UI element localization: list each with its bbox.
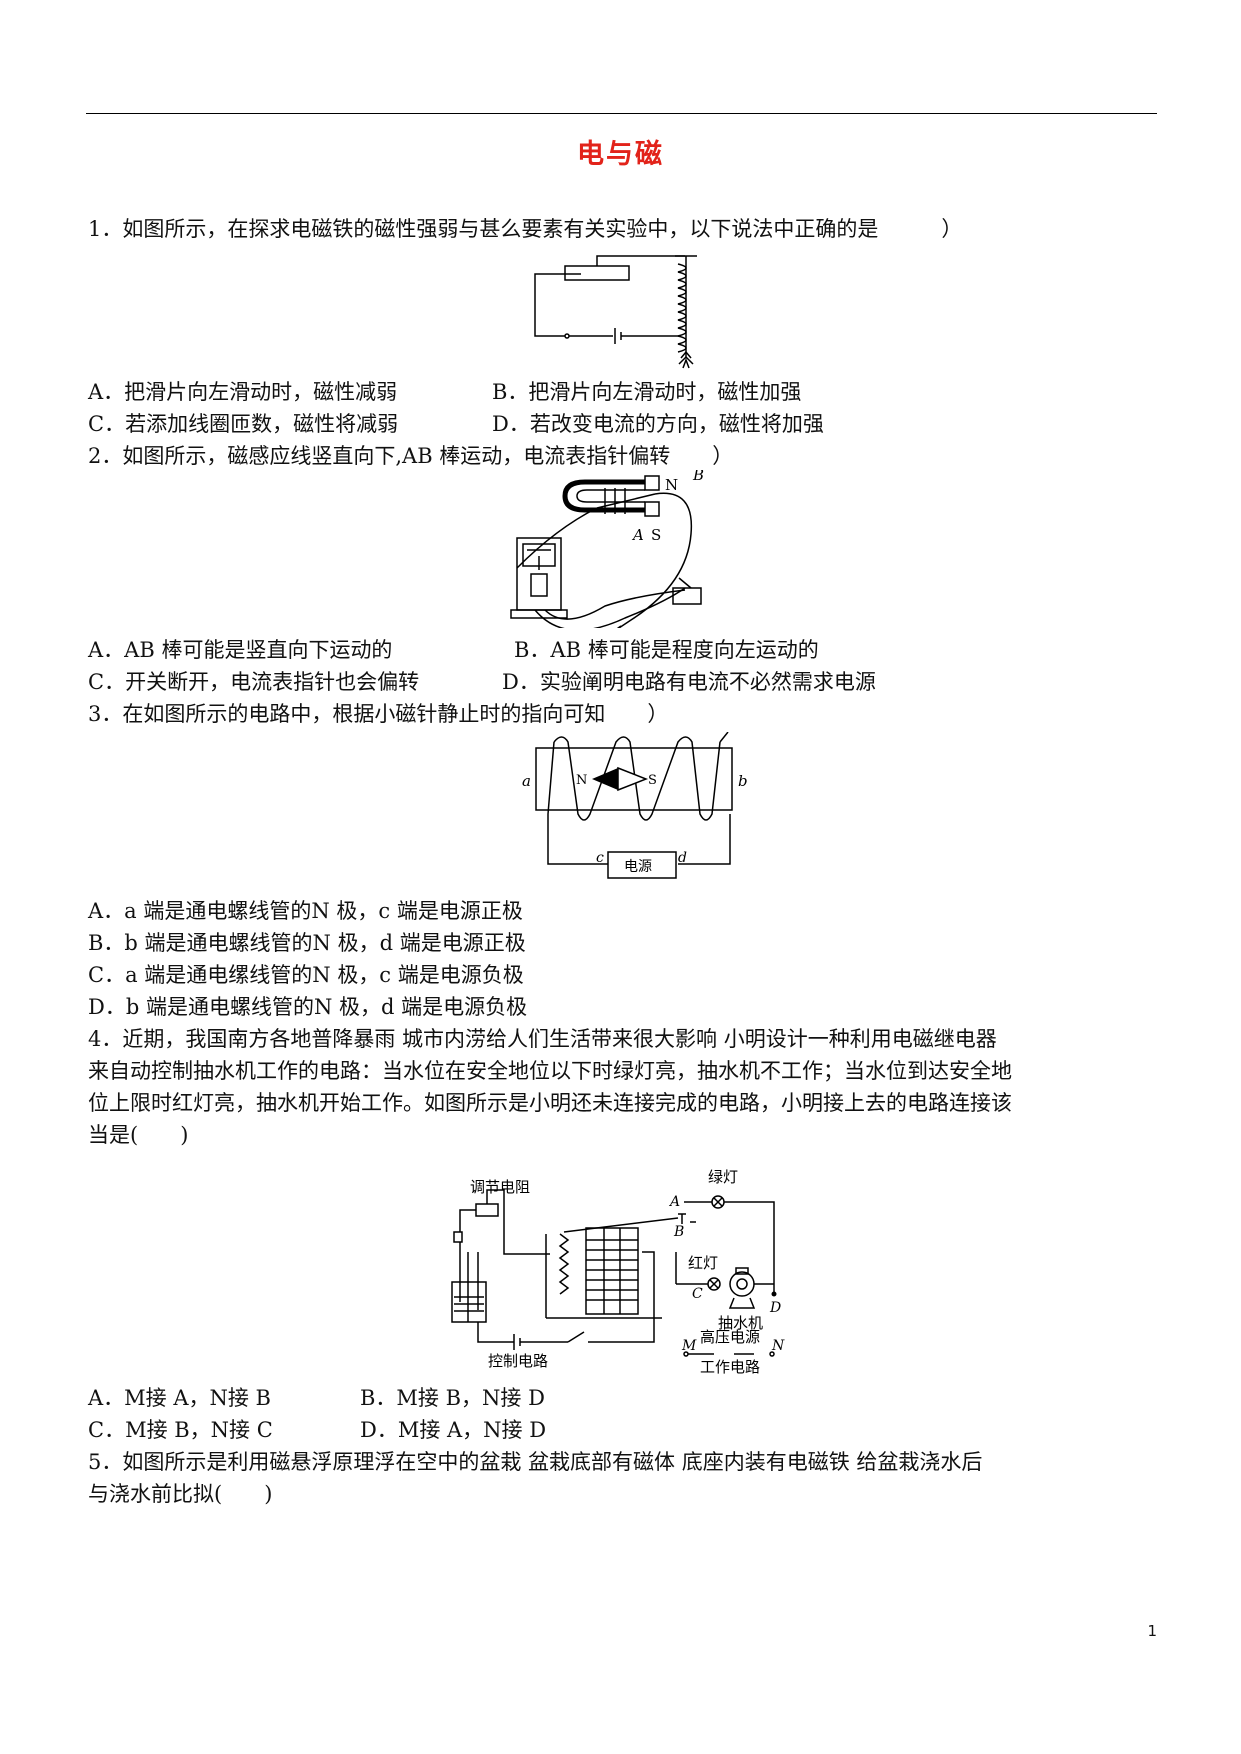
q2-label-b: B — [692, 470, 704, 484]
q1-option-a: A．把滑片向左滑动时，磁性减弱 — [88, 380, 398, 404]
q2-option-b: B．AB 棒可能是程度向左运动的 — [514, 638, 819, 662]
q1-option-d: D．若改变电流的方向，磁性将加强 — [492, 412, 824, 436]
q4-stem-line-4: 当是( ) — [88, 1123, 189, 1147]
q4-label-contact-a: A — [668, 1194, 680, 1210]
q3-option-a: A．a 端是通电螺线管的N 极，c 端是电源正极 — [88, 899, 523, 923]
q2-label-s: S — [651, 526, 661, 544]
q3-label-c: c — [596, 850, 604, 866]
q2-option-c: C．开关断开，电流表指针也会偏转 — [88, 670, 420, 694]
q4-label-resistor: 调节电阻 — [470, 1178, 530, 1196]
q4-label-work-circuit: 工作电路 — [700, 1358, 760, 1374]
q2-label-a: A — [631, 526, 644, 544]
q4-label-contact-c: C — [692, 1286, 703, 1302]
page-number: 1 — [1147, 1622, 1157, 1640]
q4-label-hv-supply: 高压电源 — [700, 1328, 760, 1346]
q1-electromagnet-figure — [534, 255, 697, 369]
q3-stem: 3．在如图所示的电路中，根据小磁针静止时的指向可知 ） — [88, 702, 669, 726]
q3-label-source: 电源 — [624, 859, 652, 875]
q4-label-terminal-n: N — [771, 1338, 785, 1354]
q2-label-n: N — [665, 476, 678, 494]
q4-label-contact-b: B — [673, 1224, 684, 1240]
q1-option-b: B．把滑片向左滑动时，磁性加强 — [492, 380, 802, 404]
q2-stem: 2．如图所示，磁感应线竖直向下,AB 棒运动，电流表指针偏转 ） — [88, 444, 734, 468]
q4-label-terminal-m: M — [681, 1338, 697, 1354]
q4-option-a: A．M接 A，N接 B — [88, 1386, 271, 1410]
page-title: 电与磁 — [577, 139, 664, 170]
q4-label-pump: 抽水机 — [718, 1314, 763, 1332]
q4-label-control-circuit: 控制电路 — [488, 1352, 548, 1370]
q3-label-b: b — [738, 772, 748, 790]
q4-label-red-lamp: 红灯 — [688, 1254, 718, 1272]
q5-stem-line-1: 5．如图所示是利用磁悬浮原理浮在空中的盆栽 盆栽底部有磁体 底座内装有电磁铁 给… — [88, 1450, 983, 1474]
q4-relay-circuit-figure: 调节电阻 绿灯 红灯 抽水机 高压电源 控制电路 工作电路 A B C D M … — [451, 1168, 785, 1374]
q4-option-d: D．M接 A，N接 D — [360, 1418, 547, 1442]
q3-option-d: D．b 端是通电螺线管的N 极，d 端是电源负极 — [88, 995, 528, 1019]
q3-option-b: B．b 端是通电螺线管的N 极，d 端是电源正极 — [88, 931, 526, 955]
q5-stem-line-2: 与浇水前比拟( ) — [88, 1482, 273, 1506]
q4-stem-line-2: 来自动控制抽水机工作的电路：当水位在安全地位以下时绿灯亮，抽水机不工作；当水位到… — [88, 1059, 1012, 1083]
q2-option-d: D．实验阐明电路有电流不必然需求电源 — [502, 670, 876, 694]
q4-stem-line-3: 位上限时红灯亮，抽水机开始工作。如图所示是小明还未连接完成的电路，小明接上去的电… — [88, 1091, 1012, 1115]
q1-option-c: C．若添加线圈匝数，磁性将减弱 — [88, 412, 399, 436]
q3-option-c: C．a 端是通电缧线管的N 极，c 端是电源负极 — [88, 963, 524, 987]
q2-option-a: A．AB 棒可能是竖直向下运动的 — [88, 638, 393, 662]
q4-option-b: B．M接 B，N接 D — [360, 1386, 545, 1410]
q3-solenoid-figure: a b N S c d 电源 — [522, 732, 748, 879]
q4-label-contact-d: D — [769, 1300, 781, 1316]
q1-stem: 1．如图所示，在探求电磁铁的磁性强弱与甚么要素有关实验中，以下说法中正确的是 ） — [88, 217, 963, 241]
q3-label-d: d — [678, 850, 687, 866]
q2-induction-figure: N B A S — [510, 470, 704, 628]
q3-label-s: S — [648, 773, 657, 788]
header-rule — [86, 113, 1157, 114]
q4-stem-line-1: 4．近期，我国南方各地普降暴雨 城市内涝给人们生活带来很大影响 小明设计一种利用… — [88, 1027, 997, 1051]
q3-label-a: a — [522, 772, 531, 790]
q3-label-n: N — [576, 773, 587, 788]
q4-label-green-lamp: 绿灯 — [708, 1168, 738, 1186]
q4-option-c: C．M接 B，N接 C — [88, 1418, 273, 1442]
